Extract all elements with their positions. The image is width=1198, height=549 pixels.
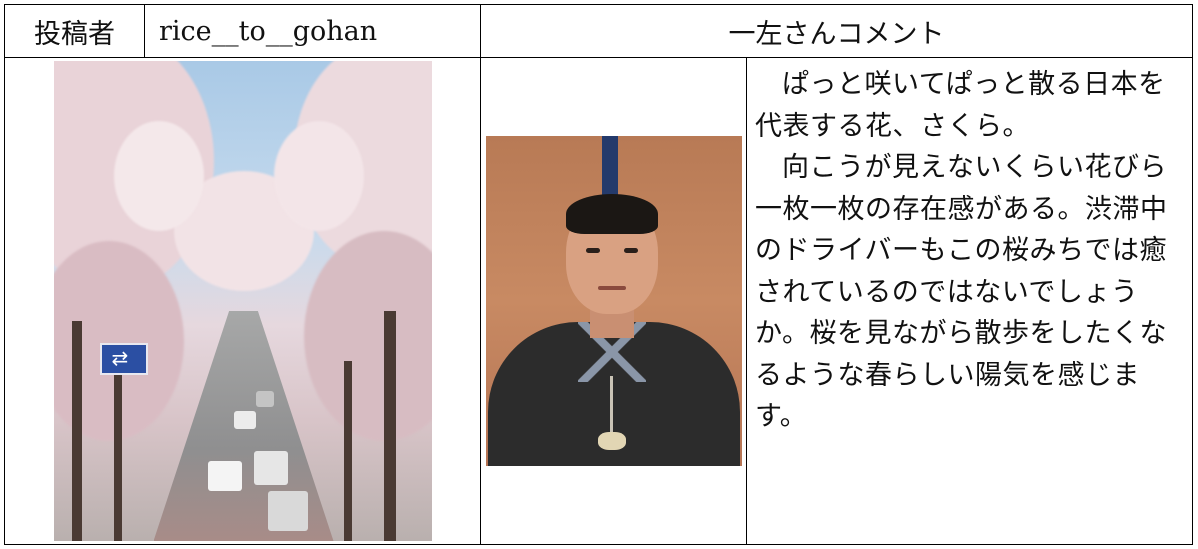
cherry-blossom-photo [53,61,432,541]
comment-text-cell: ぱっと咲いてぱっと散る日本を代表する花、さくら。 向こうが見えないくらい花びら一… [746,57,1193,545]
header-row: 投稿者 rice__to__gohan 一左さんコメント [4,4,1193,58]
comment-paragraph: 向こうが見えないくらい花びら一枚一枚の存在感がある。渋滞中のドライバーもこの桜み… [755,152,1168,432]
content-row: ぱっと咲いてぱっと散る日本を代表する花、さくら。 向こうが見えないくらい花びら一… [4,57,1193,545]
poster-name: rice__to__gohan [144,4,481,58]
submission-table: 投稿者 rice__to__gohan 一左さんコメント [4,4,1193,545]
commenter-portrait [485,136,742,466]
comment-paragraph: ぱっと咲いてぱっと散る日本を代表する花、さくら。 [755,69,1166,142]
submission-photo-cell [4,57,481,545]
comment-title: 一左さんコメント [480,4,1193,58]
poster-label: 投稿者 [4,4,145,58]
commenter-photo-cell [480,57,747,545]
